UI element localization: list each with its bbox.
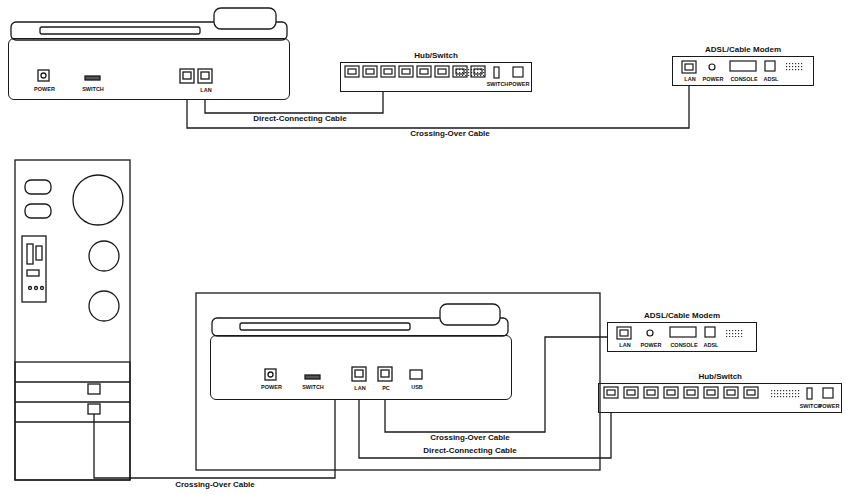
cable-label: Direct-Connecting Cable [251,115,348,124]
ip-phone: POWER SWITCH LAN [8,38,290,100]
port-label: LAN [200,88,211,94]
pc-cable [94,400,335,478]
hub-switch: Hub/SwitchSWITCHPOWER [340,62,532,92]
network-cable [359,400,611,458]
device-name: ADSL/Cable Modem [644,312,720,320]
port-label: POWER [703,77,724,83]
device-name: Hub/Switch [698,373,742,381]
cable-label: Crossing-Over Cable [408,130,492,139]
port-label: CONSOLE [730,77,757,83]
network-cable [385,337,607,432]
hub-switch: Hub/SwitchSWITCHPOWER [598,383,842,413]
pc-tower [15,160,130,480]
port-label: SWITCH [487,82,509,88]
port-label: SWITCH [302,385,324,391]
cable-label: Crossing-Over Cable [173,481,257,490]
port-label: LAN [619,343,630,349]
cable-label: Direct-Connecting Cable [421,447,518,456]
port-label: POWER [641,343,662,349]
port-label: SWITCH [82,87,104,93]
device-name: ADSL/Cable Modem [705,46,781,54]
adsl-modem: ADSL/Cable ModemLANPOWERCONSOLEADSL [607,322,757,352]
port-label: CONSOLE [670,343,697,349]
port-label: POWER [509,82,530,88]
ip-phone: POWER SWITCH LAN PC USB [210,335,512,400]
adsl-modem: ADSL/Cable ModemLANPOWERCONSOLEADSL [672,56,814,86]
port-label: POWER [819,404,840,410]
port-label: LAN [684,77,695,83]
device-name: Hub/Switch [414,52,458,60]
cable-label: Crossing-Over Cable [428,434,512,443]
port-label: POWER [261,385,282,391]
device-ports [345,61,833,399]
phone-illustration [11,8,600,470]
port-label: USB [411,385,423,391]
port-label: POWER [34,87,55,93]
network-cable [205,92,383,113]
port-label: PC [382,386,390,392]
port-label: ADSL [704,343,719,349]
port-label: ADSL [764,77,779,83]
port-label: SWITCH [800,404,822,410]
network-cable [187,86,689,128]
port-label: LAN [354,386,365,392]
